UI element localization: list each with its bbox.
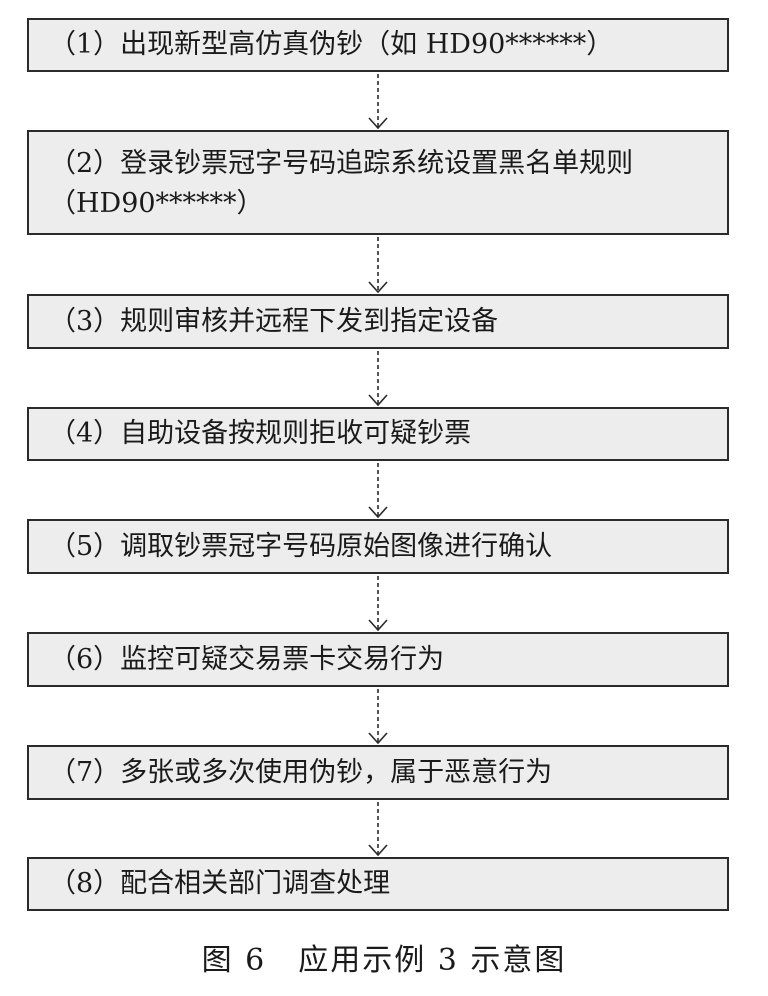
flow-step-8-text: （8）配合相关部门调查处理	[49, 868, 391, 899]
flow-step-6: （6）监控可疑交易票卡交易行为	[27, 632, 729, 687]
flow-arrow-2-3	[368, 237, 388, 294]
flow-step-8: （8）配合相关部门调查处理	[27, 857, 729, 911]
flow-step-7-text: （7）多张或多次使用伪钞，属于恶意行为	[49, 756, 553, 788]
flow-arrow-5-6	[368, 576, 388, 632]
flow-arrow-6-7	[368, 689, 388, 745]
flow-step-3: （3）规则审核并远程下发到指定设备	[27, 294, 729, 349]
flow-arrow-4-5	[368, 463, 388, 519]
flow-arrow-7-8	[368, 802, 388, 857]
flow-step-1-text: （1）出现新型高仿真伪钞（如 HD90******）	[49, 29, 614, 60]
flow-arrow-1-2	[368, 74, 388, 130]
flow-step-4-text: （4）自助设备按规则拒收可疑钞票	[49, 418, 472, 449]
flow-arrow-3-4	[368, 351, 388, 407]
figure-caption: 图 6 应用示例 3 示意图	[201, 943, 567, 978]
flow-step-4: （4）自助设备按规则拒收可疑钞票	[27, 407, 729, 461]
flow-step-3-text: （3）规则审核并远程下发到指定设备	[49, 305, 499, 337]
flow-step-5-text: （5）调取钞票冠字号码原始图像进行确认	[49, 530, 553, 562]
flow-step-6-text: （6）监控可疑交易票卡交易行为	[49, 643, 445, 675]
flow-step-5: （5）调取钞票冠字号码原始图像进行确认	[27, 519, 729, 574]
flow-step-1: （1）出现新型高仿真伪钞（如 HD90******）	[27, 18, 729, 72]
flow-step-2-text: （2）登录钞票冠字号码追踪系统设置黑名单规则（HD90******）	[49, 148, 634, 219]
flow-step-2: （2）登录钞票冠字号码追踪系统设置黑名单规则（HD90******）	[27, 130, 729, 235]
flow-step-7: （7）多张或多次使用伪钞，属于恶意行为	[27, 745, 729, 800]
